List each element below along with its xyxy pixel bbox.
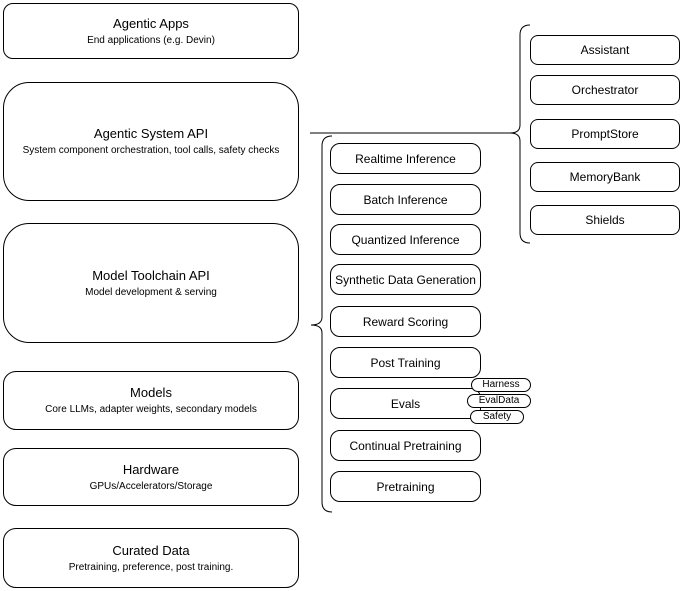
tag-label: Harness (482, 379, 520, 390)
node-model-toolchain-api: Model Toolchain API Model development & … (3, 223, 299, 343)
node-subtitle: System component orchestration, tool cal… (22, 145, 280, 156)
node-subtitle: GPUs/Accelerators/Storage (89, 480, 213, 492)
node-title: Model Toolchain API (92, 267, 210, 283)
component-label: PromptStore (571, 127, 639, 141)
toolchain-item-label: Evals (390, 396, 421, 411)
node-title: Hardware (122, 461, 180, 477)
toolchain-item-reward-scoring: Reward Scoring (330, 306, 481, 337)
node-subtitle: Pretraining, preference, post training. (68, 561, 234, 573)
node-agentic-apps: Agentic Apps End applications (e.g. Devi… (3, 3, 299, 59)
toolchain-item-post-training: Post Training (330, 347, 481, 378)
component-label: Shields (585, 213, 625, 227)
tag-evaldata: EvalData (467, 394, 531, 408)
toolchain-item-label: Pretraining (376, 479, 435, 494)
node-title: Agentic System API (93, 126, 209, 141)
components-brace (509, 24, 531, 244)
toolchain-item-evals: Evals (330, 388, 481, 419)
tag-label: Safety (482, 411, 512, 422)
toolchain-item-label: Post Training (370, 355, 441, 370)
toolchain-item-batch-inference: Batch Inference (330, 184, 481, 215)
node-subtitle: End applications (e.g. Devin) (87, 34, 215, 46)
toolchain-item-label: Synthetic Data Generation (335, 272, 476, 287)
toolchain-item-synthetic-data-generation: Synthetic Data Generation (330, 264, 481, 295)
node-subtitle: Core LLMs, adapter weights, secondary mo… (45, 404, 257, 415)
toolchain-item-label: Continual Pretraining (349, 438, 462, 453)
node-models: Models Core LLMs, adapter weights, secon… (3, 371, 299, 430)
node-title: Curated Data (112, 542, 190, 558)
toolchain-item-quantized-inference: Quantized Inference (330, 224, 481, 255)
node-title: Agentic Apps (113, 15, 189, 31)
toolchain-brace (310, 135, 333, 513)
toolchain-item-continual-pretraining: Continual Pretraining (330, 430, 481, 461)
node-hardware: Hardware GPUs/Accelerators/Storage (3, 448, 299, 506)
component-promptstore: PromptStore (530, 119, 680, 149)
component-label: Orchestrator (571, 83, 639, 97)
toolchain-item-realtime-inference: Realtime Inference (330, 143, 481, 174)
tag-harness: Harness (471, 378, 531, 392)
tag-label: EvalData (478, 395, 520, 406)
component-label: Assistant (580, 43, 630, 57)
component-label: MemoryBank (569, 170, 641, 184)
component-memorybank: MemoryBank (530, 162, 680, 192)
node-agentic-system-api: Agentic System API System component orch… (3, 82, 299, 201)
toolchain-item-label: Quantized Inference (351, 232, 460, 247)
node-title: Models (130, 385, 172, 400)
component-assistant: Assistant (530, 35, 680, 65)
toolchain-item-label: Realtime Inference (355, 151, 456, 166)
component-orchestrator: Orchestrator (530, 75, 680, 105)
component-shields: Shields (530, 205, 680, 235)
node-subtitle: Model development & serving (85, 286, 217, 298)
toolchain-item-pretraining: Pretraining (330, 471, 481, 502)
tag-safety: Safety (470, 410, 524, 424)
node-curated-data: Curated Data Pretraining, preference, po… (3, 528, 299, 588)
toolchain-item-label: Batch Inference (363, 192, 448, 207)
toolchain-item-label: Reward Scoring (362, 314, 449, 329)
